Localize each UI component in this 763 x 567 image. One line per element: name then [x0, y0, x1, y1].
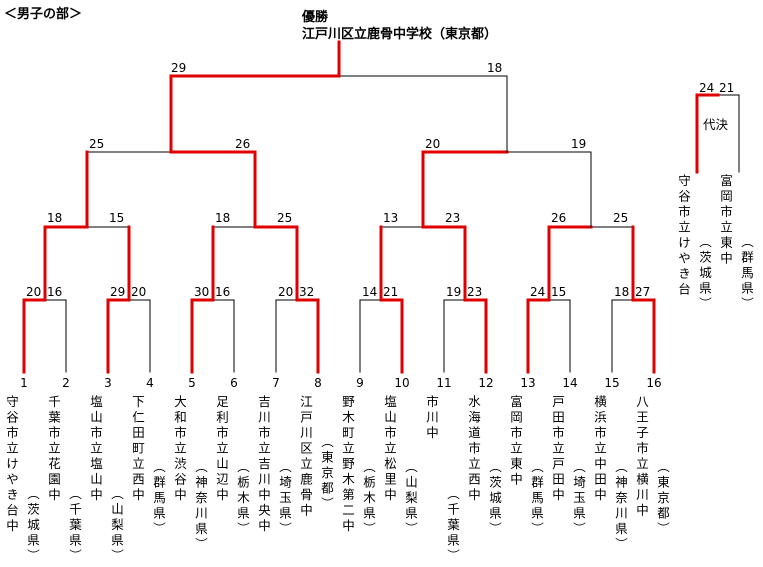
team-number: 12 [478, 376, 494, 390]
team-school: 富岡市立東中 [508, 395, 523, 488]
team-pref: （東京都） [655, 460, 670, 538]
team-school: 市川中 [424, 395, 439, 442]
team-number: 7 [272, 376, 280, 390]
team-pref: （群馬県） [151, 460, 166, 538]
team-school: 吉川市立吉川中央中 [256, 395, 271, 535]
playoff-score-left: 24 [699, 81, 715, 95]
playoff-right-pref: （群馬県） [739, 235, 754, 313]
r1-7-score-right: 15 [551, 285, 567, 299]
champion-label: 優勝 [302, 10, 329, 25]
team-school: 塩山市立松里中 [382, 395, 397, 504]
team-pref: （山梨県） [403, 460, 418, 538]
team-pref: （栃木県） [235, 460, 250, 538]
playoff-label: 代決 [703, 117, 729, 132]
team-school: 千葉市立花園中 [46, 395, 61, 504]
qf3-score-left: 13 [383, 211, 399, 225]
qf1-score-left: 18 [47, 211, 63, 225]
team-number: 4 [146, 376, 154, 390]
r1-8-score-right: 27 [635, 285, 651, 299]
team-school: 八王子市立横川中 [634, 395, 649, 519]
sf1-score-right: 26 [235, 137, 251, 151]
team-pref: （神奈川県） [193, 460, 208, 553]
qf1-score-right: 15 [109, 211, 125, 225]
team-number: 3 [104, 376, 112, 390]
team-pref: （茨城県） [487, 460, 502, 538]
team-school: 水海道市立西中 [466, 395, 481, 504]
team-pref: （東京都） [319, 435, 334, 513]
team-number: 8 [314, 376, 322, 390]
section-title: ＜男子の部＞ [4, 7, 83, 22]
r1-6-score-right: 23 [467, 285, 483, 299]
qf3-score-right: 23 [445, 211, 461, 225]
r1-3-score-right: 16 [215, 285, 231, 299]
r1-2-score-right: 20 [131, 285, 147, 299]
final-score-left: 29 [171, 61, 187, 75]
r1-7-score-left: 24 [530, 285, 546, 299]
sf2-score-right: 19 [571, 137, 587, 151]
team-school: 足利市立山辺中 [214, 395, 229, 504]
team-pref: （埼玉県） [571, 460, 586, 538]
team-pref: （千葉県） [67, 487, 82, 565]
team-pref: （千葉県） [445, 487, 460, 565]
team-number: 5 [188, 376, 196, 390]
playoff-right-school: 富岡市立東中 [718, 174, 733, 267]
playoff-score-right: 21 [719, 81, 735, 95]
team-pref: （山梨県） [109, 487, 124, 565]
qf2-score-right: 25 [277, 211, 293, 225]
qf4-score-left: 26 [551, 211, 567, 225]
r1-4-score-right: 32 [299, 285, 315, 299]
team-school: 戸田市立戸田中 [550, 395, 565, 504]
team-number: 11 [436, 376, 452, 390]
r1-5-score-right: 21 [383, 285, 399, 299]
champion-name: 江戸川区立鹿骨中学校（東京都） [302, 27, 498, 42]
team-number: 9 [356, 376, 364, 390]
qf4-score-right: 25 [613, 211, 629, 225]
r1-2-score-left: 29 [110, 285, 126, 299]
playoff-left-school: 守谷市立けやき台 [676, 174, 691, 298]
team-number: 10 [394, 376, 410, 390]
sf1-score-left: 25 [89, 137, 105, 151]
team-school: 横浜市立中田中 [592, 395, 607, 504]
final-score-right: 18 [487, 61, 503, 75]
r1-6-score-left: 19 [446, 285, 462, 299]
r1-4-score-left: 20 [278, 285, 294, 299]
team-school: 江戸川区立鹿骨中 [298, 395, 313, 519]
team-number: 6 [230, 376, 238, 390]
r1-3-score-left: 30 [194, 285, 210, 299]
team-school: 塩山市立塩山中 [88, 395, 103, 504]
team-school: 大和市立渋谷中 [172, 395, 187, 504]
team-pref: （群馬県） [529, 460, 544, 538]
sf2-score-left: 20 [425, 137, 441, 151]
team-number: 13 [520, 376, 536, 390]
r1-8-score-left: 18 [614, 285, 630, 299]
team-number: 14 [562, 376, 578, 390]
r1-1-score-left: 20 [26, 285, 42, 299]
playoff-left-pref: （茨城県） [697, 235, 712, 313]
qf2-score-left: 18 [215, 211, 231, 225]
team-pref: （茨城県） [25, 487, 40, 565]
team-number: 16 [646, 376, 662, 390]
team-school: 野木町立野木第二中 [340, 395, 355, 535]
team-school: 守谷市立けやき台中 [4, 395, 19, 535]
r1-5-score-left: 14 [362, 285, 378, 299]
team-school: 下仁田町立西中 [130, 395, 145, 504]
r1-1-score-right: 16 [47, 285, 63, 299]
team-number: 15 [604, 376, 620, 390]
team-number: 1 [20, 376, 28, 390]
team-number: 2 [62, 376, 70, 390]
team-pref: （神奈川県） [613, 460, 628, 553]
team-pref: （栃木県） [361, 460, 376, 538]
team-pref: （埼玉県） [277, 460, 292, 538]
